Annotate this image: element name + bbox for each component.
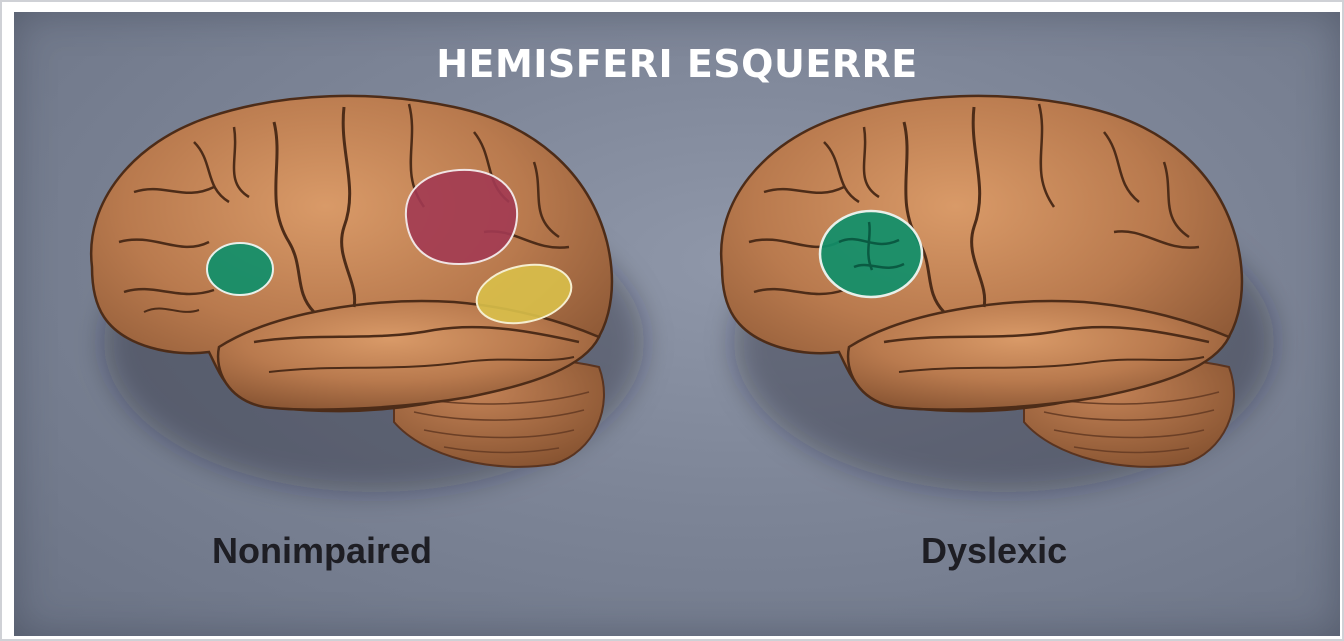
region-frontal-nonimpaired	[207, 243, 273, 295]
diagram-panel: HEMISFERI ESQUERRE	[14, 12, 1340, 636]
region-frontal-dyslexic	[820, 211, 922, 297]
region-parietotemporal-nonimpaired	[406, 170, 517, 264]
label-nonimpaired: Nonimpaired	[212, 530, 432, 572]
brain-nonimpaired	[91, 96, 644, 492]
brain-dyslexic	[721, 96, 1274, 492]
label-dyslexic: Dyslexic	[921, 530, 1067, 572]
